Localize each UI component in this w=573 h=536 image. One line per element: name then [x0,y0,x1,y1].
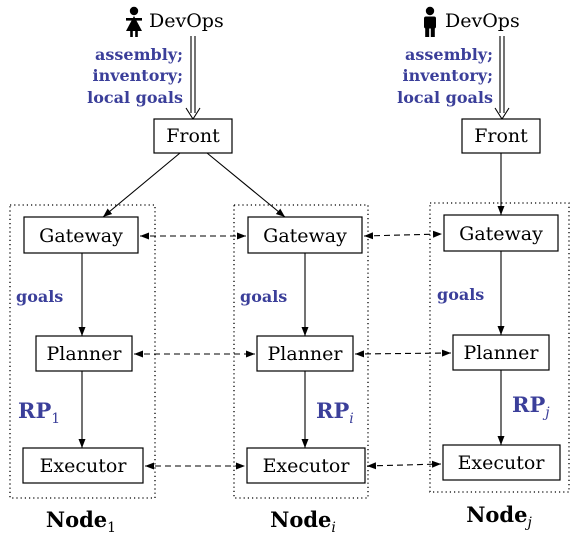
planner-box: Planner [256,335,354,372]
node-i: Gateway goals Planner RPi Executor Nodei [240,216,366,536]
input-labels-right: assembly; inventory; local goals [397,45,493,107]
planner-label: Planner [464,342,540,364]
devops-label: DevOps [149,10,224,32]
rp-j-label: RPj [512,392,550,421]
front-label: Front [474,125,528,147]
executor-peer-link-i-j [366,460,442,470]
node-1-frame [9,204,156,499]
executor-box: Executor [442,444,561,481]
person-male-icon [424,6,436,37]
gateway-label: Gateway [39,225,123,247]
person-female-icon [126,6,142,37]
gateway-label: Gateway [459,223,543,245]
front-box-left: Front [153,118,233,154]
inventory-label: inventory; [402,66,493,85]
devops-right: DevOps [424,6,520,37]
devops-to-front-arrow-left [185,36,201,121]
planner-peer-link-i-j [354,349,452,358]
gateway-box: Gateway [23,216,139,254]
assembly-label: assembly; [405,45,493,64]
planner-label: Planner [47,343,123,365]
planner-box: Planner [452,334,550,371]
goals-label: goals [240,287,287,306]
goals-label: goals [16,287,63,306]
node-1: Gateway goals Planner RP1 Executor Node1 [16,216,144,536]
goals-label: goals [437,285,484,304]
executor-box: Executor [22,447,144,484]
node-j-label: Nodej [466,502,532,531]
front-box-right: Front [461,118,541,154]
gateway-peer-link-i-j [363,230,443,240]
devops-label: DevOps [445,10,520,32]
executor-box: Executor [246,447,366,484]
inventory-label: inventory; [92,66,183,85]
rp-1-label: RP1 [18,398,60,427]
local-goals-label: local goals [87,88,183,107]
gateway-box: Gateway [247,216,363,254]
assembly-label: assembly; [95,45,183,64]
planner-box: Planner [35,335,133,372]
executor-label: Executor [263,455,351,477]
front-label: Front [166,125,220,147]
front-to-gateway-1-arrow [102,152,181,218]
planner-label: Planner [268,343,344,365]
front-to-gateway-i-arrow [206,152,286,218]
node-1-label: Node1 [46,507,116,536]
input-labels-left: assembly; inventory; local goals [87,45,183,107]
local-goals-label: local goals [397,88,493,107]
gateway-box: Gateway [443,214,559,252]
gateway-label: Gateway [263,225,347,247]
devops-to-front-arrow-right [494,36,510,121]
executor-label: Executor [458,452,546,474]
node-j: Gateway goals Planner RPj Executor Nodej [437,214,561,531]
rp-i-label: RPi [316,398,354,427]
node-i-label: Nodei [270,507,336,536]
executor-label: Executor [40,455,128,477]
devops-left: DevOps [126,6,224,37]
